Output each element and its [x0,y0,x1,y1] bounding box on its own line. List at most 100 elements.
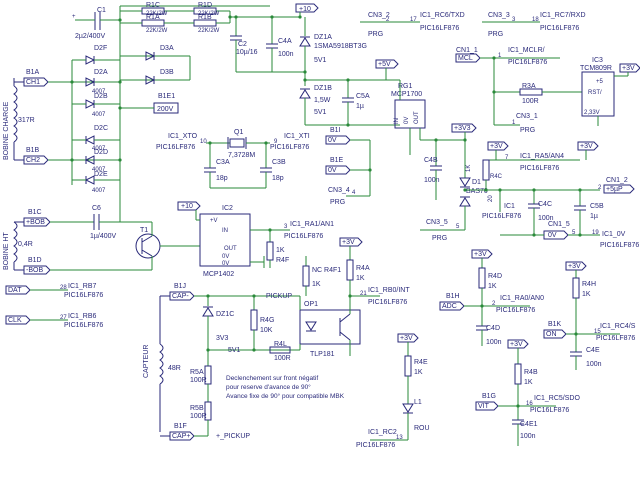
xto-net: IC1_XTO [168,133,198,140]
ra1-net: IC1_RA1/AN1 PIC16LF876 3 [284,221,334,240]
rb7-mcu: PIC16LF876 [64,292,103,299]
b1d-net: -BOB [26,267,43,274]
c3b-val: 18p [272,175,284,182]
c4b-val: 100n [424,177,440,184]
rc4-pin: 15 [594,329,601,335]
b1a-net: CH1 [26,79,40,86]
ic2-driver: IC2 MCP1402 +V IN OUT 0V 0V +10 [177,201,290,278]
mclr-pin: 1 [498,53,502,59]
led-output: +3V R4E 1K L1 ROU 13 IC1_RC2 PIC16LF876 [356,333,430,449]
b1d-terminal: B1D -BOB [23,257,51,275]
cn3-3-connector: CN3_3 PRG 3 18 IC1_RC7/RXD PIC16LF876 [482,12,586,38]
rc5-mcu: PIC16LF876 [530,407,569,414]
xto-mcu: PIC16LF876 [156,144,195,151]
r4g-val: 10K [260,327,273,334]
c4d-val: 100n [486,339,502,346]
r4e-val: 1K [414,369,423,376]
c1-value: 2µ2/400V [75,33,105,40]
rb0-mcu: PIC16LF876 [368,299,407,306]
rf1-val: 1K [312,281,321,288]
rb6-pin: 27 [60,315,67,321]
pickup-net: PICKUP [266,293,292,300]
c2-ref: C2 [238,41,247,48]
ic3-plus3v: +3V [622,65,635,72]
cn3-5-prg: PRG [432,235,447,242]
ic1-0v-net: IC1_0V [602,231,626,238]
ra0-mcu: PIC16LF876 [496,307,535,314]
d1-ref: D1 [472,179,481,186]
l1-ref: L1 [414,399,422,406]
d2b-diode: D2B 4007 [72,93,120,118]
ground-terminals: B1I 0V B1E 0V CN3_4 PRG 4 [325,127,371,206]
rg1-regulator: RG1 MCP1700 IN 0V OUT [391,79,426,155]
ic3-supervisor: IC3 TCM809R +5 RST/ 2,33V [580,57,615,117]
cn3-2-pin: 2 [386,17,390,23]
cn3-4-ref: CN3_4 [328,187,350,194]
c1-capacitor: C1 2µ2/400V + [72,7,120,40]
mclr-mcu: PIC16LF876 [508,59,547,66]
pickup-coil: 48R [159,296,181,432]
cn1-2-connector: CN1_2 +5µP 2 [598,177,635,194]
q1-ref: Q1 [234,129,243,136]
b1a-terminal: B1A CH1 [14,69,49,87]
rc6-net: IC1_RC6/TXD [420,12,465,19]
b1c-ref: B1C [28,209,42,216]
plus3v3-label: +3V3 [454,125,471,132]
r1a-ref: R1A [146,14,160,21]
cn1-2-pin: 2 [598,185,602,191]
c5a-ref: C5A [356,93,370,100]
c4e1-ref: C4E1 [520,421,538,428]
ic2-ov1: 0V [222,254,229,260]
c4e-ref: C4E [586,347,600,354]
b1h-ref: B1H [446,293,460,300]
ht-resistance: 0,4R [18,241,33,248]
note-line-2: pour reserve d'avance de 90° [226,383,311,391]
d3a-ref: D3A [160,45,174,52]
c4e-val: 100n [586,361,602,368]
b1j-net: CAP- [172,293,189,300]
t1-igbt: T1 [135,221,200,271]
dz1b-ref: DZ1B [314,85,332,92]
d2c-ref: D2C [94,125,108,132]
r4l-resistor: R4L 100R [269,341,291,362]
b1j-ref: B1J [174,283,186,290]
d2b-ref: D2B [94,93,108,100]
c6-capacitor: C6 1µ/400V [90,205,140,240]
pickup-5v1: 5V1 [228,347,241,354]
plus-pickup: +_PICKUP [216,433,250,440]
plus3v-flag-ic3: +3V [614,63,640,77]
r1d-val: 22K/2W [198,11,220,17]
mclr-net: CN1_1 MCL 1 IC1_MCLR/ PIC16LF876 [455,47,560,66]
rc4-mcu: PIC16LF876 [596,335,635,342]
r4g-resistor: R4G 10K [250,296,274,350]
r4h-ref: R4H [582,281,596,288]
d2e-part: 4007 [92,188,106,194]
d2d-diode: D2D 4007 [84,149,108,173]
dz1b-watt: 1,5W [314,97,331,104]
r4l-ref: R4L [274,341,287,348]
rc7-pin: 18 [532,17,539,23]
plus5v-label: +5V [378,61,391,68]
crystal-section: IC1_XTO PIC16LF876 10 Q1 7,3728M 9 IC1_X… [156,129,310,189]
plus10-driver: +10 [181,203,193,210]
r4a-ref: R4A [356,265,370,272]
cn1-5-pin: 5 [572,230,576,236]
c3a-ref: C3A [216,159,230,166]
b1f-ref: B1F [174,423,187,430]
cn3-1-connector: CN3_1 PRG 1 [494,113,538,134]
r4b-val: 1K [524,379,533,386]
ic1-vdd: 20 IC1 PIC16LF876 C4C 100n C5B 1µ [482,190,604,235]
d2f-diode: D2F [72,45,120,65]
r1a-val: 22K/2W [146,28,168,34]
c4a-ref: C4A [278,38,292,45]
xti-net: IC1_XTI [284,133,310,140]
c1-ref: C1 [97,7,106,14]
r4f-val: 1K [276,247,285,254]
cn3-2-prg: PRG [368,31,383,38]
rc2-mcu: PIC16LF876 [356,442,395,449]
xti-mcu: PIC16LF876 [270,144,309,151]
c5b-ref: C5B [590,203,604,210]
d2c-diode: D2C 4007 [72,125,120,152]
